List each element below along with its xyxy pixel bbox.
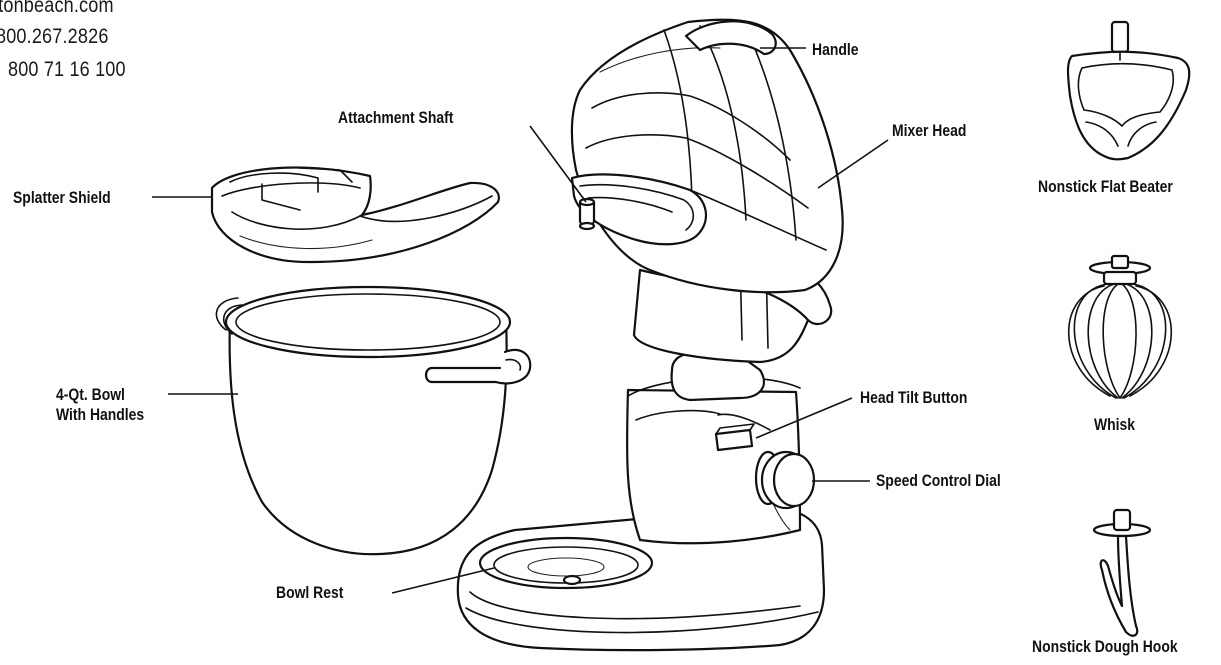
flat-beater-illustration: [1066, 20, 1191, 161]
bowl-label-line2: With Handles: [56, 405, 145, 424]
head-tilt-button-label: Head Tilt Button: [860, 388, 968, 407]
splatter-shield-illustration: [210, 166, 500, 264]
mixer-head-label: Mixer Head: [892, 121, 967, 140]
splatter-shield-label: Splatter Shield: [13, 188, 111, 207]
speed-control-dial-label: Speed Control Dial: [876, 471, 1001, 490]
phone-number-1: 800.267.2826: [0, 25, 109, 48]
dough-hook-label: Nonstick Dough Hook: [1032, 637, 1178, 656]
bowl-label-line1: 4-Qt. Bowl: [56, 385, 125, 404]
handle-label: Handle: [812, 40, 859, 59]
phone-number-2: 800 71 16 100: [8, 58, 126, 81]
bowl-illustration: [215, 285, 532, 556]
website-text: ltonbeach.com: [0, 0, 114, 17]
bowl-rest-label: Bowl Rest: [276, 583, 344, 602]
whisk-label: Whisk: [1094, 415, 1136, 434]
attachment-shaft-label: Attachment Shaft: [338, 108, 454, 127]
whisk-illustration: [1067, 254, 1173, 399]
flat-beater-label: Nonstick Flat Beater: [1038, 177, 1173, 196]
dough-hook-illustration: [1092, 508, 1152, 637]
stand-mixer-illustration: [456, 18, 844, 652]
